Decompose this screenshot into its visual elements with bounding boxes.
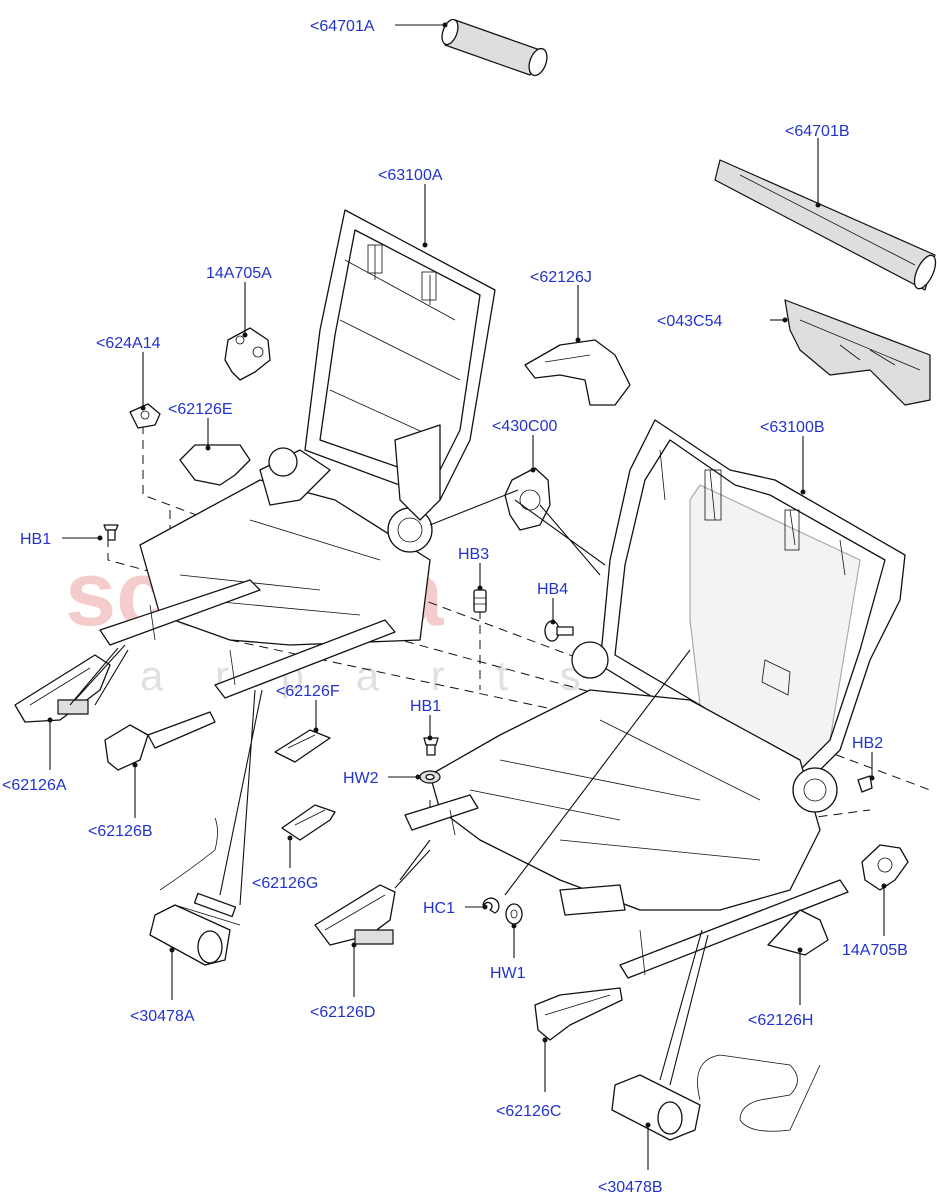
- part-62126b-cover[interactable]: [104, 711, 216, 771]
- part-hc1-clip[interactable]: [482, 897, 500, 914]
- label-14a705b[interactable]: 14A705B: [842, 942, 908, 959]
- label-14a705a[interactable]: 14A705A: [206, 265, 272, 282]
- label-64701a[interactable]: <64701A: [310, 18, 375, 35]
- part-14a705b-bracket[interactable]: [861, 844, 909, 891]
- label-30478b[interactable]: <30478B: [598, 1179, 663, 1196]
- label-62126e[interactable]: <62126E: [168, 401, 233, 418]
- part-64701b-trim[interactable]: [714, 159, 937, 292]
- part-hb3-bolt[interactable]: [473, 589, 487, 613]
- label-62126j[interactable]: <62126J: [530, 269, 592, 286]
- label-62126c[interactable]: <62126C: [496, 1103, 561, 1120]
- part-62126g-cover[interactable]: [281, 804, 336, 841]
- part-hb1-bolt-top[interactable]: [103, 524, 119, 541]
- part-62126e-cover[interactable]: [179, 444, 251, 486]
- label-hb4[interactable]: HB4: [537, 581, 568, 598]
- label-30478a[interactable]: <30478A: [130, 1008, 195, 1025]
- part-62126d-cover[interactable]: [314, 884, 396, 946]
- watermark-sub: a r p a r t s: [140, 652, 601, 699]
- part-hb4-bolt[interactable]: [544, 620, 574, 642]
- label-hc1[interactable]: HC1: [423, 900, 455, 917]
- label-62126a[interactable]: <62126A: [2, 777, 67, 794]
- label-63100b[interactable]: <63100B: [760, 419, 825, 436]
- part-63100b-seatback[interactable]: [599, 419, 906, 791]
- leader-lines: [47, 22, 887, 1170]
- label-63100a[interactable]: <63100A: [378, 167, 443, 184]
- part-hb1-bolt-mid[interactable]: [423, 737, 439, 756]
- part-14a705a-bracket[interactable]: [224, 327, 271, 381]
- part-64701a-tube[interactable]: [439, 17, 550, 78]
- part-hb2-bolt[interactable]: [857, 775, 873, 793]
- label-043c54[interactable]: <043C54: [657, 313, 722, 330]
- label-62126f[interactable]: <62126F: [276, 683, 340, 700]
- label-hw1[interactable]: HW1: [490, 965, 526, 982]
- part-30478b-motor[interactable]: [611, 1054, 821, 1141]
- label-hb1-mid[interactable]: HB1: [410, 698, 441, 715]
- part-seat-frame-right: [404, 641, 849, 979]
- part-62126a-cover[interactable]: [14, 654, 111, 723]
- label-62126d[interactable]: <62126D: [310, 1004, 375, 1021]
- part-62126c-cover[interactable]: [534, 987, 623, 1041]
- label-430c00[interactable]: <430C00: [492, 418, 557, 435]
- label-hw2[interactable]: HW2: [343, 770, 379, 787]
- part-624a14-clip[interactable]: [129, 403, 161, 429]
- part-hw2-washer[interactable]: [419, 770, 441, 784]
- label-62126g[interactable]: <62126G: [252, 875, 318, 892]
- part-63100a-seatback[interactable]: [304, 209, 496, 501]
- label-hb1-top[interactable]: HB1: [20, 531, 51, 548]
- part-labels: <64701A <64701B <63100A 14A705A <62126J …: [2, 18, 908, 1196]
- part-043c54-bracket[interactable]: [784, 299, 931, 406]
- label-64701b[interactable]: <64701B: [785, 123, 850, 140]
- part-hw1-washer[interactable]: [505, 903, 523, 925]
- part-30478a-motor[interactable]: [149, 817, 241, 966]
- part-seat-frame-left: [99, 424, 441, 699]
- label-hb2[interactable]: HB2: [852, 735, 883, 752]
- label-62126b[interactable]: <62126B: [88, 823, 153, 840]
- part-62126f-cover[interactable]: [274, 729, 331, 763]
- label-624a14[interactable]: <624A14: [96, 335, 161, 352]
- part-430c00-hinge-cover[interactable]: [504, 467, 551, 531]
- label-62126h[interactable]: <62126H: [748, 1012, 813, 1029]
- part-62126h-cover[interactable]: [767, 909, 829, 956]
- label-hb3[interactable]: HB3: [458, 546, 489, 563]
- part-62126j-cover[interactable]: [524, 339, 631, 406]
